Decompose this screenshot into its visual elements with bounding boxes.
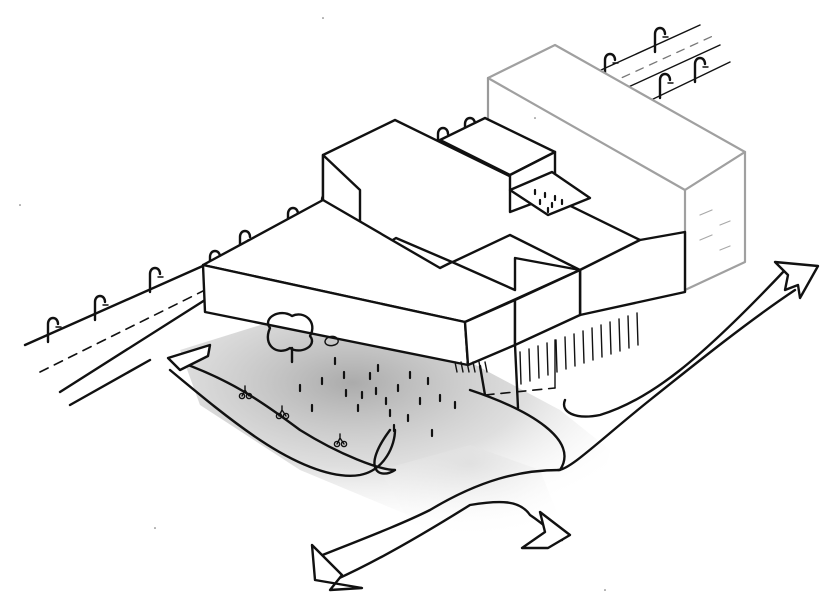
street-lamp bbox=[653, 26, 669, 54]
street-lamp bbox=[693, 56, 709, 84]
street-left bbox=[23, 263, 207, 407]
hatch-line bbox=[466, 361, 470, 373]
mullion-line bbox=[618, 318, 621, 352]
background-volume bbox=[486, 43, 747, 292]
arrow-bottom-right bbox=[520, 510, 572, 550]
pedestrian-paths bbox=[168, 268, 797, 582]
mullion-line bbox=[636, 312, 639, 346]
plaza-shadow-path-fill bbox=[380, 445, 560, 540]
tree bbox=[266, 311, 339, 364]
hatch-line bbox=[478, 361, 482, 373]
ground-floor-glazing bbox=[478, 291, 686, 410]
cyclist bbox=[333, 433, 348, 448]
arrow-bottom-left bbox=[310, 543, 364, 592]
paper-specks bbox=[19, 17, 606, 591]
arrow-right bbox=[773, 260, 820, 300]
under-hatching bbox=[454, 361, 488, 373]
street-lamp bbox=[603, 52, 619, 80]
mullion-line bbox=[627, 315, 630, 349]
cyclist bbox=[275, 405, 290, 420]
hatch-line bbox=[460, 361, 464, 373]
street-lamp bbox=[658, 72, 674, 100]
mullion-line bbox=[582, 330, 585, 364]
street-lamp bbox=[46, 316, 62, 344]
mullion-line bbox=[600, 324, 603, 358]
mullion-line bbox=[537, 345, 540, 379]
cantilevered-volume bbox=[201, 198, 582, 367]
mullion-line bbox=[564, 336, 567, 370]
hatch-line bbox=[472, 361, 476, 373]
street-lamp bbox=[93, 294, 109, 322]
mullion-line bbox=[573, 333, 576, 367]
cyclists bbox=[238, 385, 348, 448]
cyclist bbox=[238, 385, 253, 400]
street-lamp bbox=[148, 266, 164, 294]
path-arrows bbox=[166, 260, 820, 592]
hatch-line bbox=[484, 361, 488, 373]
mullion-line bbox=[528, 348, 531, 382]
arrow-left bbox=[166, 343, 212, 372]
people bbox=[298, 356, 457, 438]
mullion-line bbox=[546, 342, 549, 376]
mullion-line bbox=[519, 351, 522, 385]
mullion-line bbox=[555, 339, 558, 373]
hatch-line bbox=[454, 361, 458, 373]
mullion-line bbox=[609, 321, 612, 355]
mullion-line bbox=[591, 327, 594, 361]
